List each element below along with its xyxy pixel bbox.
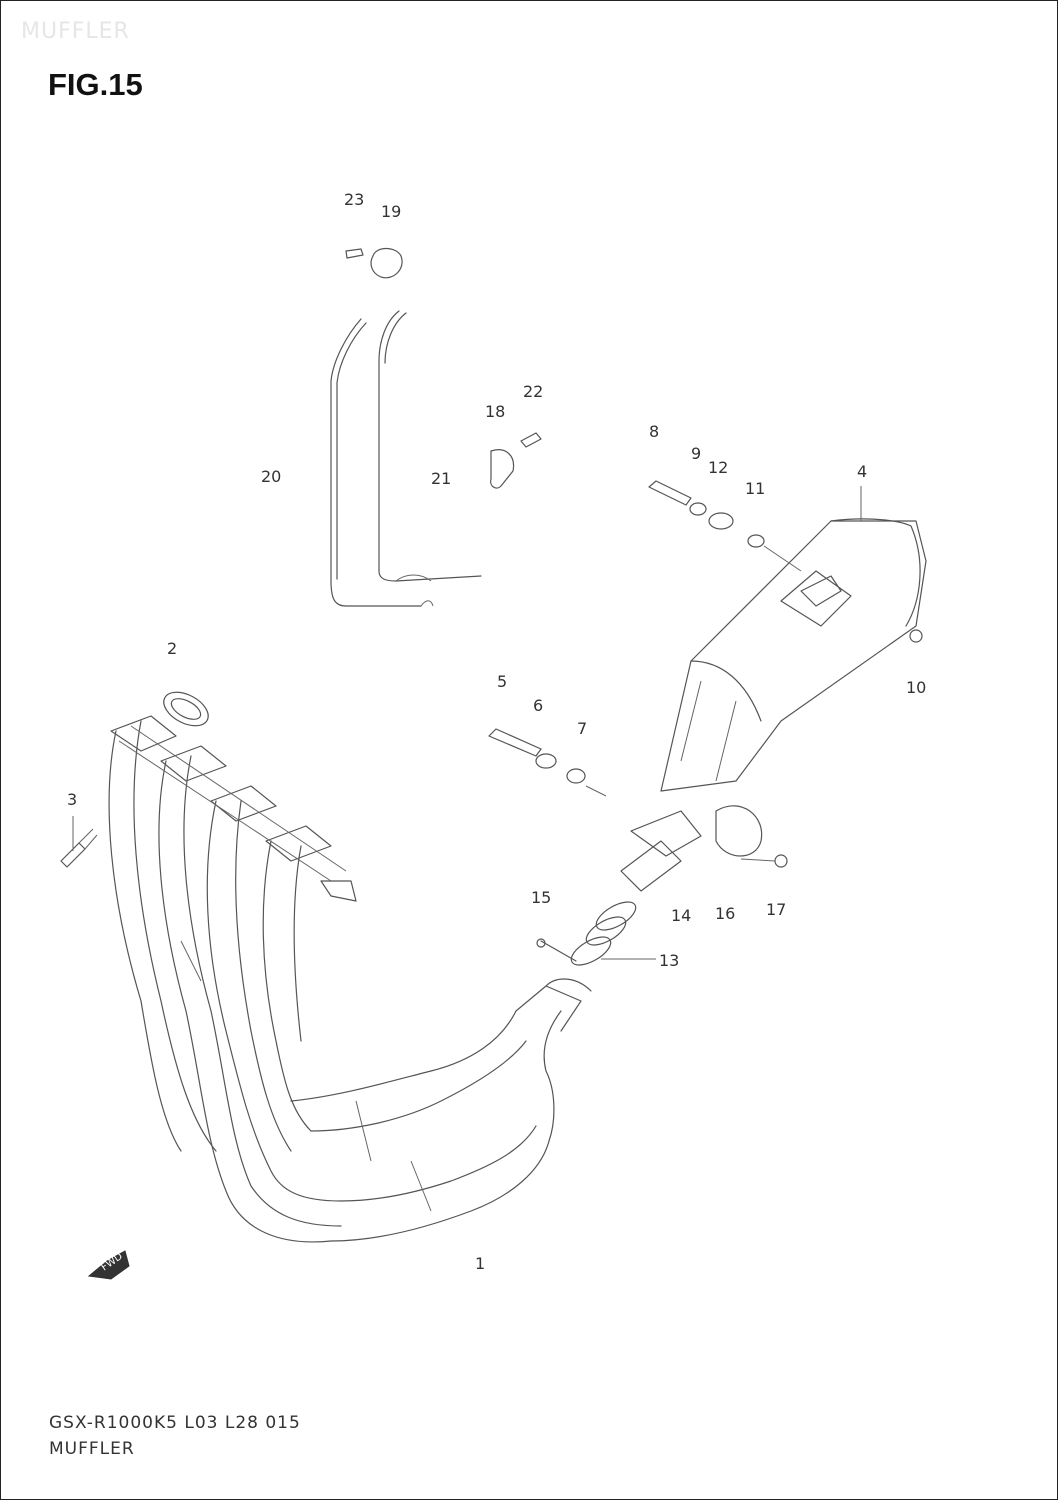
callout-7: 7: [577, 719, 587, 738]
exhaust-header-pipes: [108, 715, 592, 1243]
callout-13: 13: [659, 951, 679, 970]
callout-2: 2: [167, 639, 177, 658]
callout-22: 22: [523, 382, 543, 401]
callout-14: 14: [671, 906, 691, 925]
exhaust-gasket: [163, 691, 209, 727]
callout-8: 8: [649, 422, 659, 441]
section-name: MUFFLER: [49, 1439, 135, 1459]
callout-4: 4: [857, 462, 867, 481]
callout-15: 15: [531, 888, 551, 907]
callout-17: 17: [766, 900, 786, 919]
muffler-mount-hardware: [488, 728, 607, 797]
watermark-text: MUFFLER: [21, 19, 130, 44]
callout-3: 3: [67, 790, 77, 809]
callout-23: 23: [344, 190, 364, 209]
sensor-cable-assembly: [330, 247, 482, 607]
cable-bracket: [490, 432, 542, 489]
forward-direction-arrow: FWD: [87, 1250, 130, 1280]
connector-pipe-assembly: [536, 805, 788, 966]
callout-1: 1: [475, 1254, 485, 1273]
callout-20: 20: [261, 467, 281, 486]
muffler-hanger-hardware: [648, 480, 862, 572]
model-code: GSX-R1000K5 L03 L28 015: [49, 1413, 301, 1433]
figure-title: FIG.15: [48, 67, 143, 102]
callout-12: 12: [708, 458, 728, 477]
header-bolt: [60, 816, 98, 868]
muffler-body: [660, 518, 927, 792]
callout-labels: 1 2 3 4 5 6 7 8 9 10 11 12 13 14 15 16 1…: [67, 190, 926, 1273]
callout-16: 16: [715, 904, 735, 923]
callout-5: 5: [497, 672, 507, 691]
callout-6: 6: [533, 696, 543, 715]
callout-10: 10: [906, 678, 926, 697]
callout-21: 21: [431, 469, 451, 488]
callout-19: 19: [381, 202, 401, 221]
callout-9: 9: [691, 444, 701, 463]
callout-18: 18: [485, 402, 505, 421]
callout-11: 11: [745, 479, 765, 498]
